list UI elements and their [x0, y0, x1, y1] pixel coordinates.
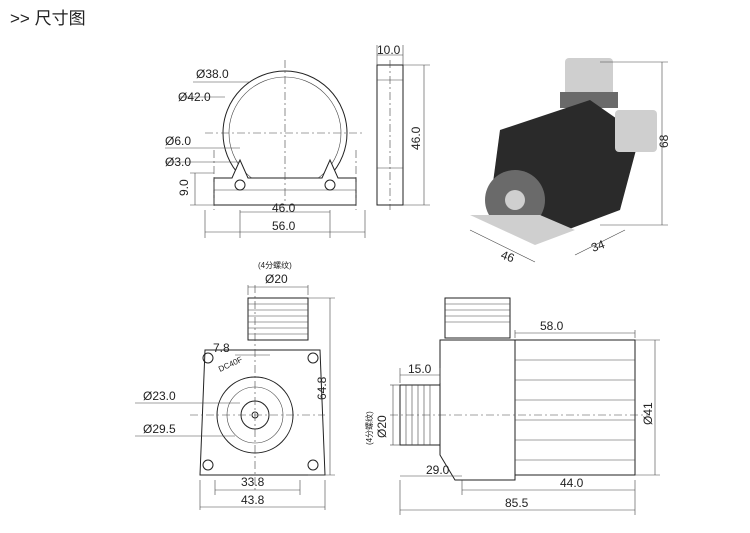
dim-hole-spacing: 46.0 [272, 201, 296, 215]
dim-profile-diameter: Ø41 [641, 402, 655, 425]
dim-photo-height: 68 [657, 134, 671, 148]
dim-outlet-length: 15.0 [408, 362, 432, 376]
dim-inlet-thread: Ø20 [265, 272, 288, 286]
dim-profile-thread: Ø20 [375, 415, 389, 438]
dim-inlet-width-inner: 33.8 [241, 475, 265, 489]
dim-foot-height: 9.0 [177, 179, 191, 196]
dim-side-thickness: 10.0 [377, 43, 401, 57]
dim-outer-diameter: Ø38.0 [196, 67, 229, 81]
pump-photo: 68 46 34 [469, 58, 671, 266]
dim-photo-length: 46 [499, 248, 517, 266]
dim-body-base: 44.0 [560, 476, 584, 490]
page-header: >> 尺寸图 [10, 9, 86, 28]
side-view: 10.0 46.0 [376, 43, 430, 210]
dim-profile-body-length: 58.0 [540, 319, 564, 333]
dim-hole-large: Ø6.0 [165, 134, 191, 148]
dim-inlet-position: 29.0 [426, 463, 450, 477]
profile-thread-note: (4分螺纹) [364, 411, 374, 445]
dim-base-width: 56.0 [272, 219, 296, 233]
dim-total-length: 85.5 [505, 496, 529, 510]
dim-impeller-diameter: Ø29.5 [143, 422, 176, 436]
profile-view: 58.0 15.0 (4分螺纹) Ø20 Ø41 29.0 44.0 85.5 [364, 297, 660, 515]
inlet-thread-note: (4分螺纹) [258, 260, 292, 270]
dim-inlet-diameter: Ø23.0 [143, 389, 176, 403]
dim-hole-small: Ø3.0 [165, 155, 191, 169]
dim-inlet-offset: 7.8 [213, 341, 230, 355]
dim-inlet-width-outer: 43.8 [241, 493, 265, 507]
inlet-view: (4分螺纹) Ø20 7.8 DC40F Ø23.0 Ø29.5 64.8 33… [135, 260, 335, 510]
dim-body-diameter: Ø42.0 [178, 90, 211, 104]
dim-side-height: 46.0 [409, 126, 423, 150]
dim-photo-width: 34 [589, 237, 607, 255]
front-view: Ø38.0 Ø42.0 Ø6.0 Ø3.0 9.0 46.0 56.0 [165, 60, 366, 238]
dim-inlet-height: 64.8 [315, 376, 329, 400]
